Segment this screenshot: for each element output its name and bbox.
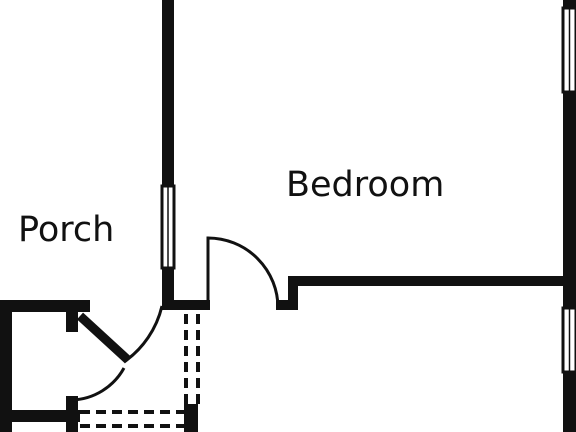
wall-porch-jamb-bottom (66, 396, 78, 432)
wall-porch-top (0, 300, 90, 312)
wall-porch-bottom (0, 410, 80, 422)
wall-porch-jamb-top (66, 312, 78, 332)
door-swing-bedroom (206, 236, 280, 309)
door-swing-porch-small (71, 367, 126, 402)
wall-post (184, 404, 198, 432)
wall-bedroom-jamb-foot (276, 300, 298, 310)
room-label-bedroom: Bedroom (286, 165, 445, 205)
wall-bedroom-bottom (288, 276, 568, 286)
wall-divider-upper (162, 0, 174, 186)
wall-right-upper (563, 0, 576, 8)
wall-divider-lower (162, 268, 174, 308)
door-leaf-porch (76, 312, 132, 364)
room-label-porch: Porch (18, 210, 115, 250)
wall-bedroom-jamb (288, 276, 298, 310)
wall-right-mid (563, 92, 576, 308)
door-swing-porch (123, 305, 164, 364)
wall-right-lower (563, 372, 576, 432)
wall-porch-left (0, 300, 12, 432)
wall-stub-top (162, 300, 210, 310)
